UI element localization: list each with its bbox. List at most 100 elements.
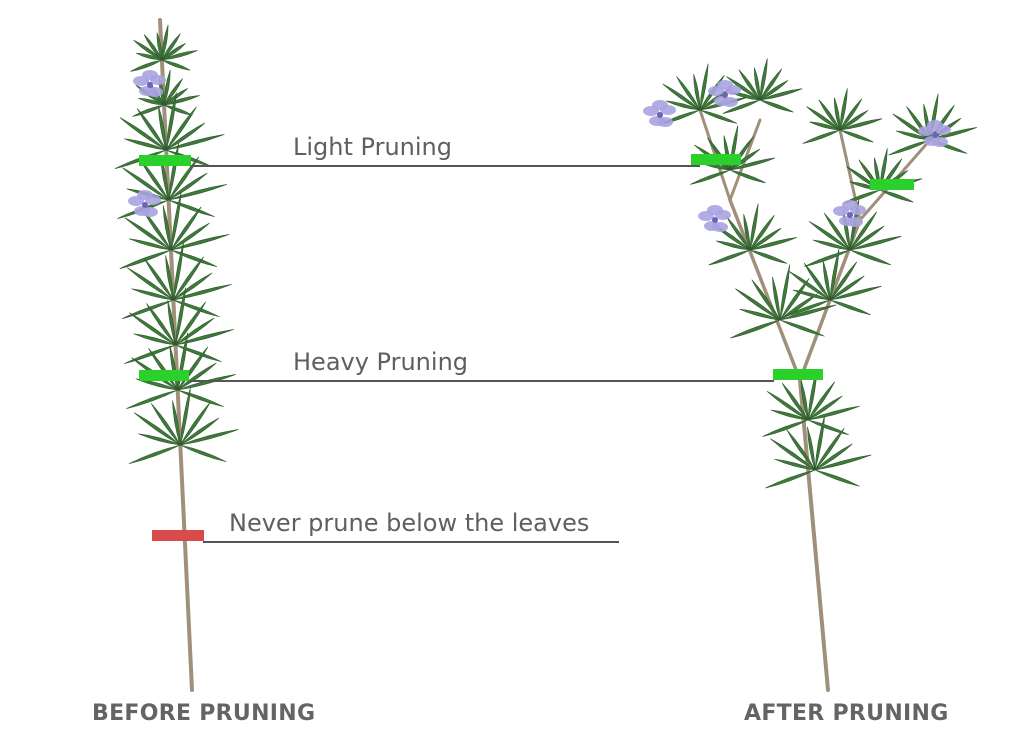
leaf-icon: [175, 287, 186, 346]
leaf-icon: [173, 256, 204, 301]
leaf-icon: [774, 458, 816, 471]
leaf-icon: [122, 167, 169, 201]
leaf-icon: [735, 288, 781, 321]
stem-icon: [728, 198, 802, 382]
leaf-icon: [770, 409, 809, 421]
leaf-icon: [177, 389, 224, 408]
rosemary-before-icon: [114, 18, 239, 692]
leaf-icon: [690, 169, 731, 185]
leaf-icon: [759, 68, 783, 101]
leaf-icon: [839, 88, 848, 131]
leaf-icon: [146, 303, 176, 346]
leaf-icon: [180, 417, 220, 446]
leaf-icon: [165, 106, 197, 151]
leaf-icon: [753, 67, 761, 101]
leaf-icon: [839, 98, 863, 131]
stem-icon: [798, 378, 830, 692]
leaf-icon: [779, 264, 791, 321]
leaf-icon: [792, 289, 831, 301]
leaf-icon: [749, 237, 797, 251]
light-cut-marker-after-right-icon: [870, 179, 914, 190]
leaf-icon: [716, 240, 751, 251]
before-pruning-caption: BEFORE PRUNING: [92, 701, 316, 726]
leaf-icon: [129, 312, 176, 346]
leaf-icon: [823, 212, 851, 251]
leaf-icon: [770, 438, 816, 471]
heavy-cut-marker-after-icon: [773, 369, 823, 380]
never-prune-label: Never prune below the leaves: [229, 509, 590, 537]
leaf-icon: [130, 59, 163, 72]
leaf-icon: [759, 99, 794, 113]
leaf-icon: [119, 117, 167, 151]
leaf-icon: [730, 319, 781, 339]
leaf-icon: [163, 104, 193, 116]
leaf-icon: [161, 33, 181, 61]
leaf-icon: [172, 400, 181, 446]
flower-icon: [643, 100, 676, 127]
leaf-icon: [762, 419, 809, 437]
leaf-icon: [708, 249, 751, 266]
leaf-icon: [896, 130, 931, 141]
leaf-icon: [812, 239, 851, 251]
flower-icon: [133, 70, 166, 97]
leaf-icon: [829, 285, 882, 301]
leaf-icon: [729, 169, 766, 184]
never-prune-line: [203, 541, 619, 543]
leaf-icon: [849, 211, 878, 251]
leaf-icon: [156, 32, 163, 61]
leaf-icon: [180, 429, 239, 446]
leaf-icon: [163, 78, 183, 106]
leaf-icon: [749, 203, 759, 251]
leaf-icon: [814, 469, 860, 487]
leaf-icon: [803, 262, 831, 301]
leaf-icon: [807, 395, 843, 421]
leaf-icon: [808, 221, 851, 251]
leaf-icon: [173, 299, 220, 318]
leaf-icon: [126, 389, 178, 409]
leaf-icon: [163, 69, 171, 106]
heavy-pruning-label: Heavy Pruning: [293, 348, 469, 376]
flower-icon: [833, 200, 866, 227]
leaf-icon: [128, 238, 172, 251]
leaf-icon: [839, 110, 869, 131]
heavy-pruning-line: [188, 380, 774, 382]
leaf-icon: [726, 76, 761, 101]
leaf-icon: [839, 129, 874, 143]
leaf-icon: [800, 380, 809, 421]
leaf-icon: [168, 184, 227, 201]
leaf-icon: [666, 100, 701, 111]
leaf-icon: [170, 192, 182, 251]
leaf-icon: [136, 52, 163, 61]
light-pruning-label: Light Pruning: [293, 133, 452, 161]
leaf-icon: [814, 443, 853, 471]
leaf-icon: [676, 76, 701, 111]
leaf-icon: [133, 39, 163, 61]
leaf-icon: [849, 249, 891, 266]
flower-icon: [708, 80, 741, 107]
leaf-icon: [849, 235, 902, 251]
leaf-icon: [829, 261, 858, 301]
leaf-icon: [133, 412, 181, 446]
leaf-icon: [175, 344, 222, 363]
leaf-icon: [779, 278, 810, 321]
leaf-icon: [849, 225, 885, 251]
leaf-icon: [781, 382, 809, 421]
leaf-icon: [839, 118, 883, 131]
leaf-icon: [829, 275, 865, 301]
leaf-icon: [729, 157, 776, 171]
leaf-icon: [749, 249, 788, 264]
leaf-icon: [161, 43, 186, 61]
leaf-icon: [766, 391, 809, 421]
leaf-icon: [166, 122, 206, 151]
leaf-icon: [804, 249, 851, 267]
leaf-icon: [699, 109, 738, 124]
leaf-icon: [161, 59, 191, 71]
leaf-icon: [124, 138, 167, 151]
leaf-icon: [759, 80, 789, 101]
leaf-icon: [759, 58, 768, 101]
leaf-icon: [829, 248, 840, 301]
leaf-icon: [124, 344, 176, 364]
leaf-icon: [143, 34, 163, 61]
leaf-icon: [738, 69, 761, 101]
